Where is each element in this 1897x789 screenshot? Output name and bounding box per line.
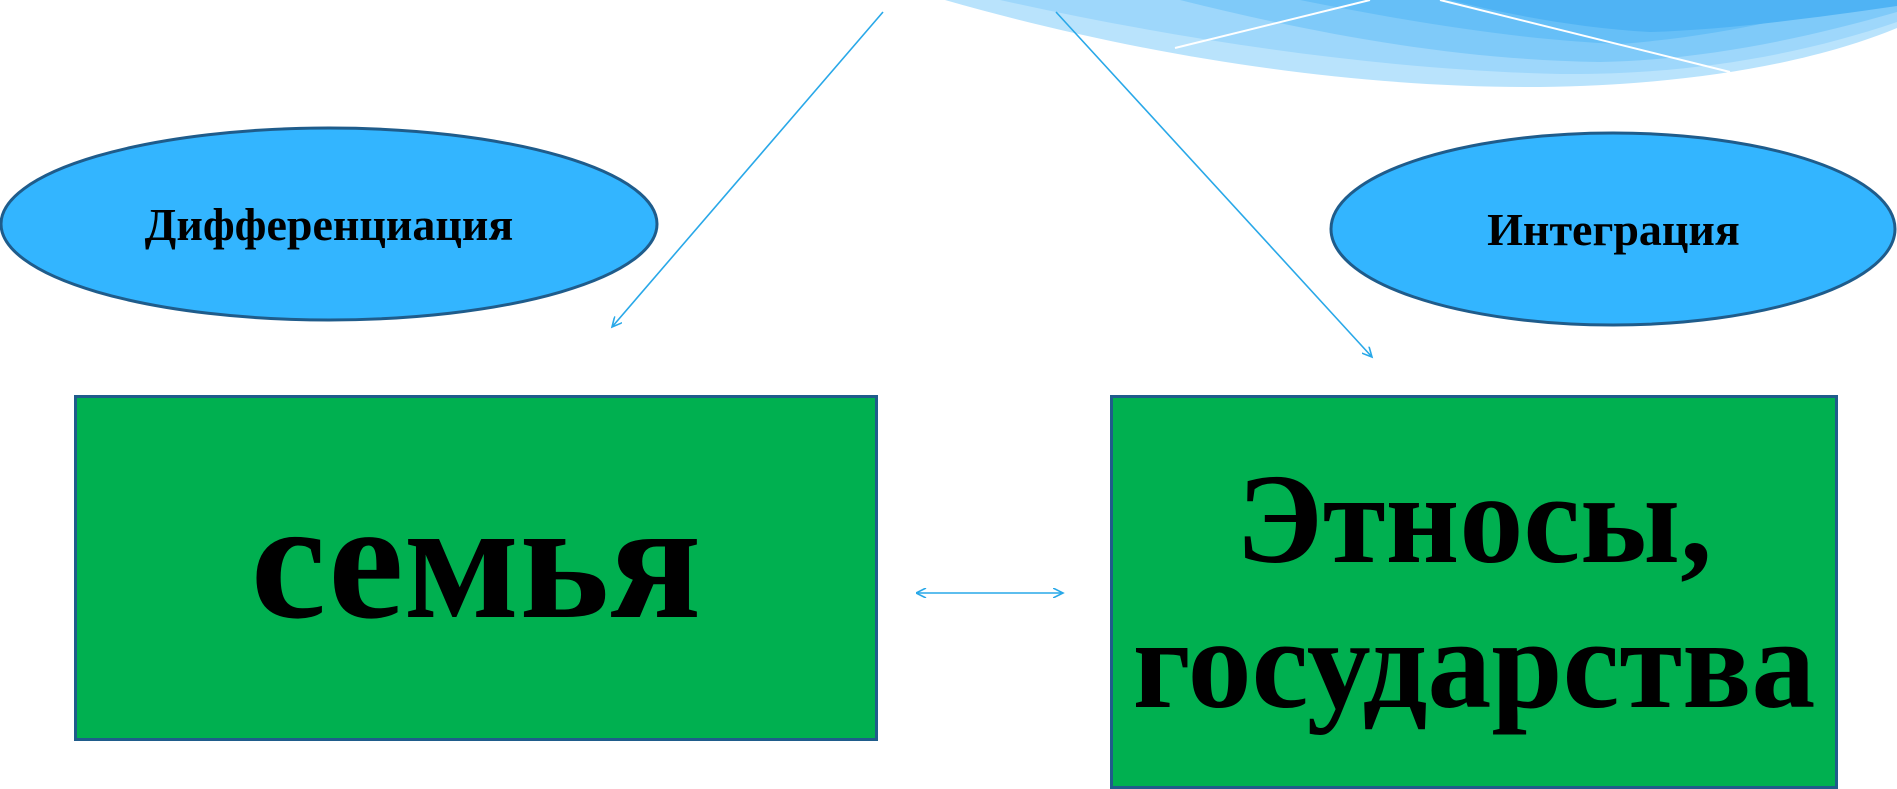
family-label: семья — [250, 465, 702, 654]
decorative-swoosh — [945, 0, 1897, 88]
differentiation-label: Дифференциация — [144, 199, 514, 250]
integration-label: Интеграция — [1487, 204, 1740, 255]
family-box: семья — [74, 395, 878, 741]
ethnos-label-line1: Этносы, — [1235, 448, 1713, 591]
arrow-to-ethnos — [1055, 11, 1372, 357]
arrow-to-family — [612, 11, 884, 327]
ellipse-differentiation — [0, 126, 659, 322]
ethnos-box: Этносы, государства — [1110, 395, 1838, 789]
ellipse-integration — [1329, 131, 1897, 327]
ethnos-label-line2: государства — [1132, 593, 1816, 735]
